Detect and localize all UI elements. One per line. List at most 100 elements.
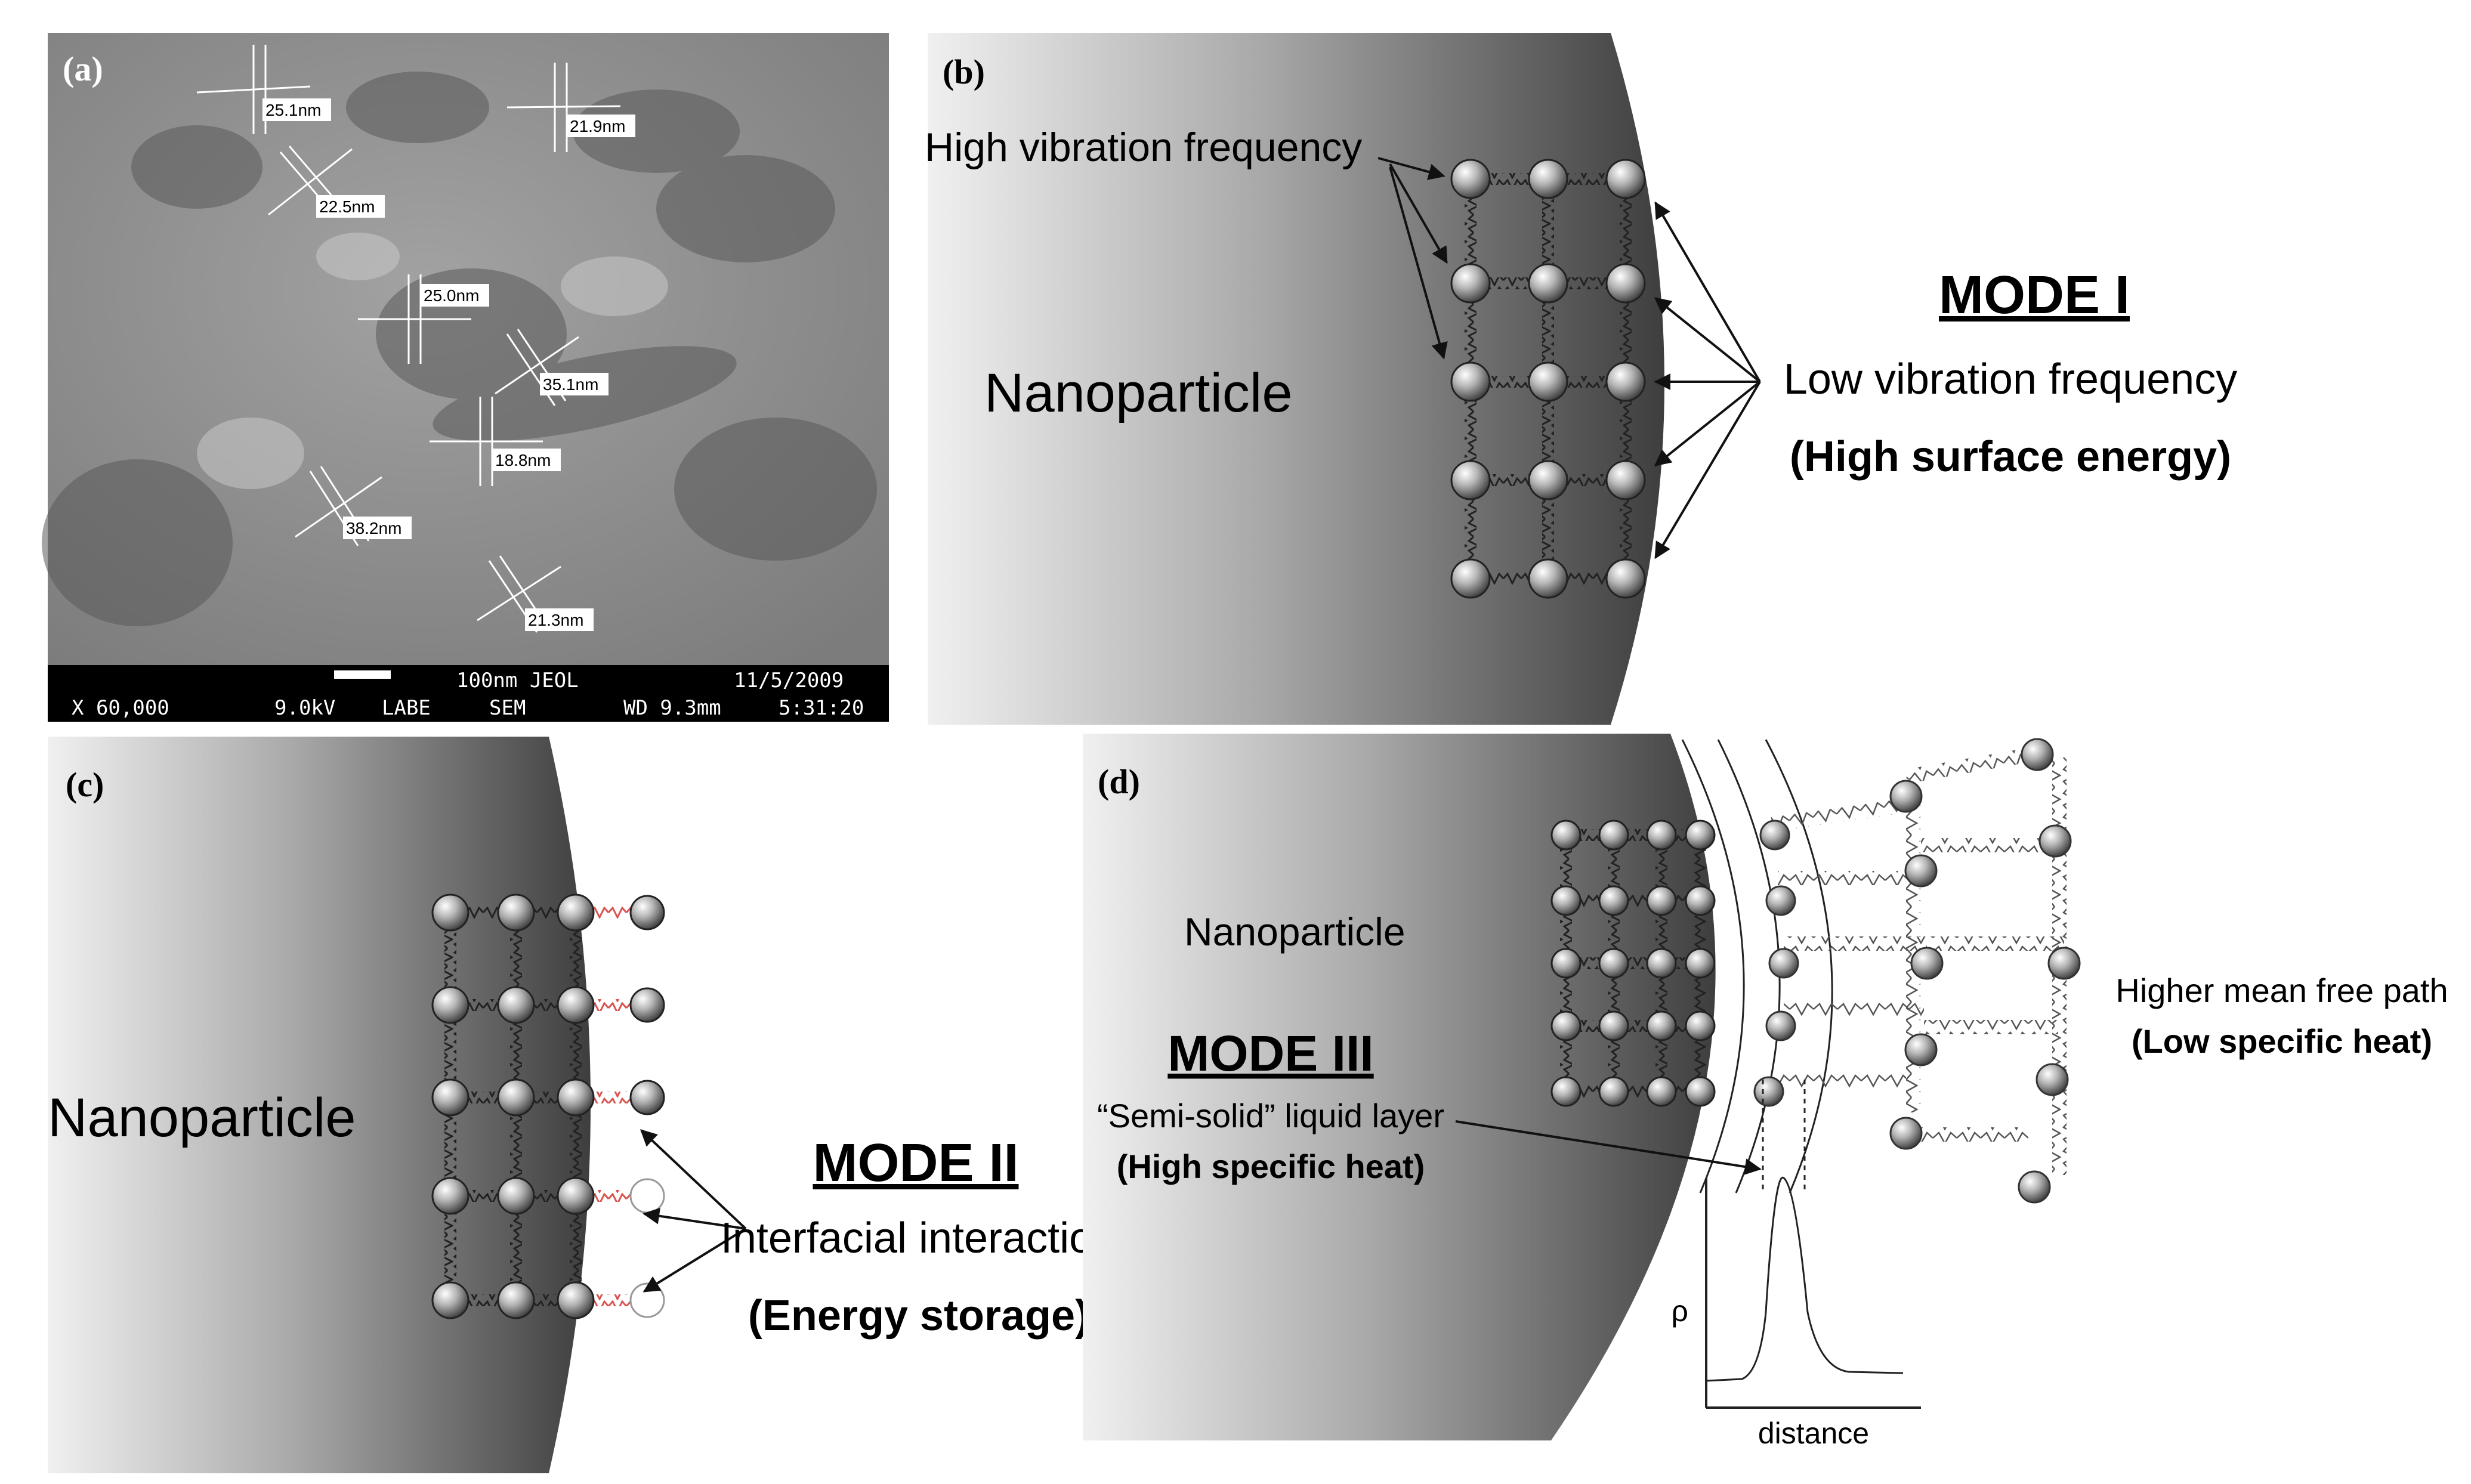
spring — [1566, 895, 1700, 907]
atom — [1753, 1076, 1784, 1107]
measurement-label-bg — [343, 517, 412, 539]
atom — [1889, 1117, 1923, 1150]
atom — [1605, 460, 1646, 500]
atom — [1605, 159, 1646, 199]
atom — [1450, 460, 1491, 500]
atom — [431, 1078, 470, 1117]
measurement-label: 21.9nm — [570, 117, 625, 135]
spring — [1784, 1002, 1924, 1016]
ghost-atom — [629, 1178, 665, 1214]
measurement-labels: 25.1nm 21.9nm 22.5nm 25.0nm 35.1nm 18.8n… — [262, 98, 635, 631]
atom — [1450, 558, 1491, 599]
lattice-atoms — [1550, 820, 1716, 1107]
density-plot: ρ distance — [1672, 1080, 1921, 1450]
sem-voltage: 9.0kV — [274, 696, 335, 720]
measurement-label-bg — [540, 373, 609, 395]
atom — [629, 895, 665, 930]
atom — [431, 894, 470, 932]
panel-b-mode-i: (b) High vibration frequency Nanoparticl… — [925, 33, 2237, 725]
measurement-label-bg — [262, 98, 331, 121]
mode-ii-title: MODE II — [813, 1133, 1018, 1193]
atom — [1910, 947, 1944, 980]
atom — [1605, 263, 1646, 304]
sem-wd: WD 9.3mm — [623, 696, 721, 720]
interfacial-interaction-label: Interfacial interaction — [721, 1214, 1117, 1262]
measurement-label-bg — [525, 608, 594, 631]
atom — [1646, 948, 1677, 979]
atom — [1768, 948, 1799, 979]
atom — [557, 1078, 595, 1117]
panel-a-sem-image: (a) 25.1nm 21.9nm 22.5nm 25.0nm 35.1nm 1… — [42, 33, 889, 722]
atom — [431, 1281, 470, 1319]
atom — [497, 1281, 535, 1319]
atom — [1598, 1010, 1629, 1041]
semi-solid-layer-label: “Semi-solid” liquid layer — [1097, 1097, 1444, 1134]
lattice-atoms — [1450, 159, 1646, 599]
arrows-mode-i — [1377, 157, 1761, 559]
spring — [1775, 1074, 1906, 1088]
sem-time: 5:31:20 — [779, 696, 864, 720]
lattice-atoms — [431, 894, 665, 1319]
atom — [1598, 948, 1629, 979]
measurement-label: 35.1nm — [543, 375, 598, 394]
spring — [1566, 1086, 1700, 1097]
spring — [1771, 798, 1906, 831]
atom — [1528, 159, 1568, 199]
atom — [557, 1281, 595, 1319]
atom — [497, 986, 535, 1024]
measurement-label: 22.5nm — [319, 197, 375, 216]
measurement-label: 38.2nm — [346, 519, 401, 537]
atom — [1646, 885, 1677, 916]
atom — [1550, 948, 1582, 979]
measurement-label: 21.3nm — [528, 611, 583, 629]
atom — [497, 894, 535, 932]
liquid-atoms — [1753, 738, 2081, 1204]
atom — [1646, 1010, 1677, 1041]
arrows-mode-ii — [640, 1129, 747, 1293]
atom — [1550, 1010, 1582, 1041]
measurement-label: 18.8nm — [495, 451, 551, 469]
energy-storage-label: (Energy storage) — [748, 1292, 1089, 1340]
rho-label: ρ — [1672, 1294, 1688, 1328]
atom — [1685, 885, 1716, 916]
panel-d-label: (d) — [1098, 762, 1140, 801]
nanoparticle-shape — [928, 33, 1664, 725]
mode-iii-title: MODE III — [1167, 1025, 1373, 1081]
atom — [557, 986, 595, 1024]
measurement-label-bg — [492, 449, 561, 471]
atom — [1889, 780, 1923, 813]
atom — [1765, 1010, 1796, 1041]
spring — [1921, 838, 2055, 852]
atom — [557, 1177, 595, 1215]
atom — [2036, 1063, 2069, 1096]
nanoparticle-label: Nanoparticle — [1184, 910, 1406, 954]
atom — [1550, 1076, 1582, 1107]
ghost-atoms — [629, 1178, 665, 1318]
atom — [1528, 558, 1568, 599]
spring — [1778, 871, 1915, 885]
measurement-label-bg — [316, 195, 385, 218]
panel-d-mode-iii: (d) Nanoparticle MODE III “Semi-solid” l… — [1083, 734, 2448, 1450]
atom — [1685, 820, 1716, 851]
atom — [557, 894, 595, 932]
atom — [629, 987, 665, 1023]
atom — [2047, 947, 2081, 980]
sem-info-text: 100nm JEOL 11/5/2009 X 60,000 9.0kV LABE… — [72, 669, 864, 720]
atom — [1646, 820, 1677, 851]
spring — [1784, 936, 1927, 951]
atom — [1685, 948, 1716, 979]
atom — [1550, 885, 1582, 916]
atom — [1528, 263, 1568, 304]
atom — [1904, 854, 1938, 888]
atom — [2021, 738, 2054, 771]
atom — [1904, 1033, 1938, 1066]
atom — [1450, 159, 1491, 199]
sem-magnification: X 60,000 — [72, 696, 169, 720]
panel-b-label: (b) — [943, 52, 985, 91]
atom — [2038, 824, 2072, 858]
measurement-label-bg — [421, 284, 489, 307]
atom — [1605, 558, 1646, 599]
atom — [1450, 263, 1491, 304]
nanoparticle-label: Nanoparticle — [984, 363, 1293, 423]
